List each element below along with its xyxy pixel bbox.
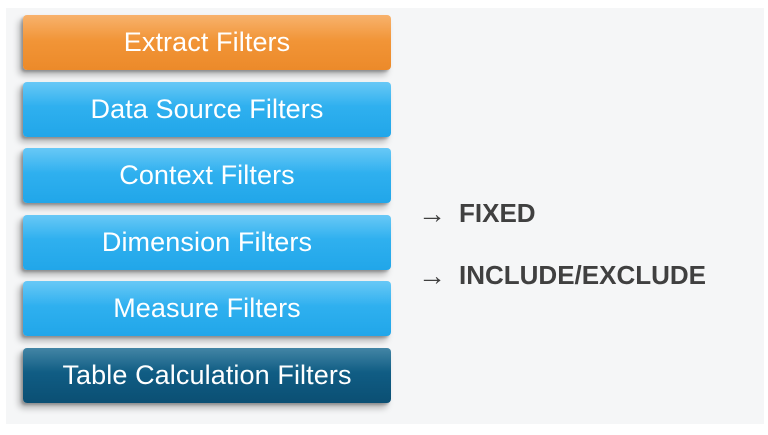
include-exclude-annotation-text: INCLUDE/EXCLUDE: [459, 260, 707, 290]
table-calculation-filters-label: Table Calculation Filters: [62, 359, 352, 390]
right-arrow-icon: →: [418, 259, 446, 291]
context-filters-label: Context Filters: [119, 160, 295, 190]
data-source-filters-box: Data Source Filters: [23, 81, 391, 137]
filter-order-stack: Extract Filters Data Source Filters Cont…: [23, 15, 391, 414]
dimension-filters-box: Dimension Filters: [23, 214, 391, 270]
context-filters-box: Context Filters: [23, 148, 391, 203]
right-arrow-icon: →: [418, 197, 446, 229]
include-exclude-annotation: → INCLUDE/EXCLUDE: [418, 260, 706, 291]
extract-filters-label: Extract Filters: [123, 27, 291, 57]
table-calculation-filters-box: Table Calculation Filters: [23, 347, 391, 403]
data-source-filters-label: Data Source Filters: [90, 93, 324, 124]
measure-filters-box: Measure Filters: [23, 281, 391, 336]
extract-filters-box: Extract Filters: [23, 15, 391, 70]
measure-filters-label: Measure Filters: [113, 293, 301, 323]
dimension-filters-label: Dimension Filters: [101, 226, 313, 257]
fixed-annotation-text: FIXED: [459, 198, 536, 228]
fixed-annotation: → FIXED: [418, 198, 536, 229]
